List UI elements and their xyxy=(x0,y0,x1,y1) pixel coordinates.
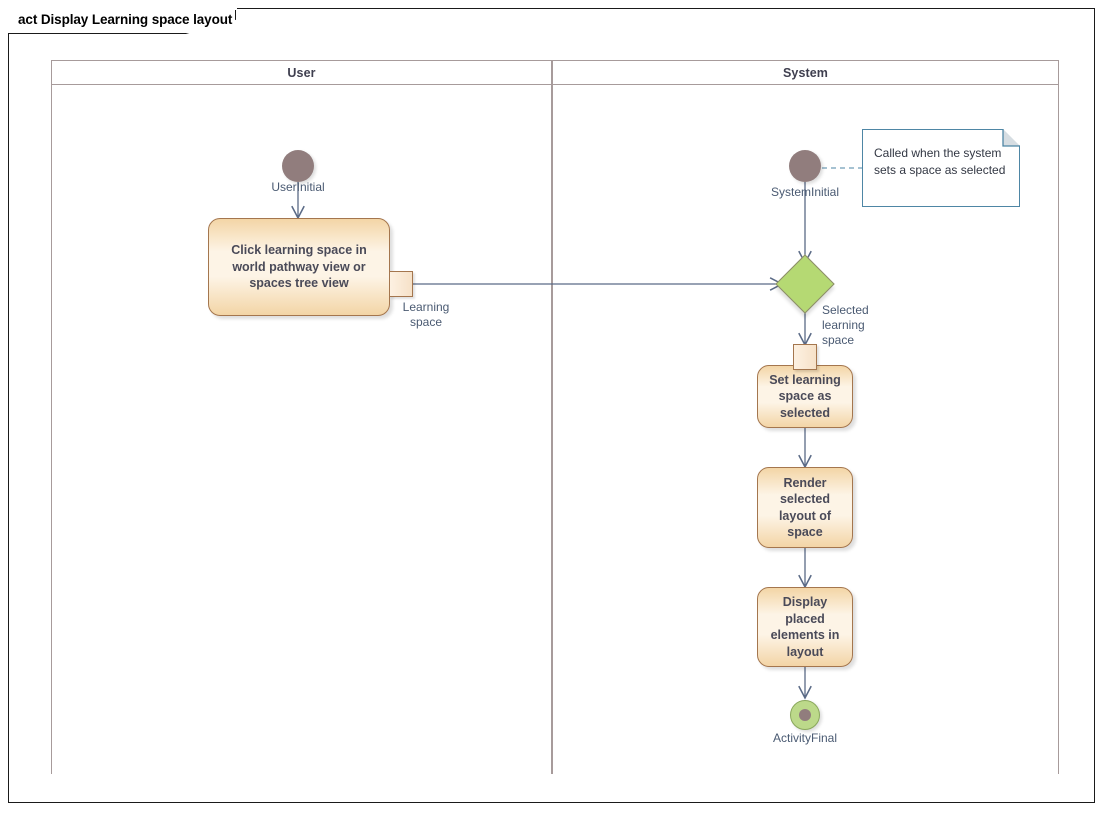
diagram-title-tab xyxy=(8,8,236,34)
comment-note-text: Called when the system sets a space as s… xyxy=(874,146,1006,177)
note-fold-line xyxy=(1002,129,1020,147)
action-set-learning-space-as-selected[interactable]: Set learning space as selected xyxy=(757,365,853,428)
lane-header-user: User xyxy=(51,60,552,85)
comment-note[interactable]: Called when the system sets a space as s… xyxy=(862,129,1020,207)
lane-body-system xyxy=(552,85,1059,774)
action-display-placed-elements-label: Display placed elements in layout xyxy=(770,595,840,659)
input-pin-selected-learning-space-label: Selected learning space xyxy=(822,303,869,347)
lane-header-system: System xyxy=(552,60,1059,85)
activity-final-label: ActivityFinal xyxy=(772,731,837,745)
user-initial-node[interactable] xyxy=(282,150,314,182)
lane-body-user xyxy=(51,85,552,774)
action-display-placed-elements[interactable]: Display placed elements in layout xyxy=(757,587,853,667)
note-fold-corner xyxy=(1003,129,1020,146)
input-pin-selected-learning-space[interactable] xyxy=(793,344,817,370)
output-pin-learning-space[interactable] xyxy=(389,271,413,297)
output-pin-learning-space-label: Learning space xyxy=(402,300,450,329)
action-click-learning-space[interactable]: Click learning space in world pathway vi… xyxy=(208,218,390,316)
lane-label-system: System xyxy=(782,65,829,80)
action-click-learning-space-label: Click learning space in world pathway vi… xyxy=(231,243,367,291)
activity-final-inner-dot xyxy=(799,709,811,721)
system-initial-node[interactable] xyxy=(789,150,821,182)
diagram-title-tab-cover xyxy=(8,6,237,10)
action-render-selected-layout[interactable]: Render selected layout of space xyxy=(757,467,853,548)
lane-label-user: User xyxy=(287,65,316,80)
action-render-selected-layout-label: Render selected layout of space xyxy=(778,475,832,540)
user-initial-label: UserInitial xyxy=(271,180,325,194)
system-initial-label: SystemInitial xyxy=(770,185,840,199)
activity-final-node[interactable] xyxy=(790,700,820,730)
action-set-learning-space-as-selected-label: Set learning space as selected xyxy=(769,372,841,420)
page-title: act Display Learning space layout xyxy=(18,12,233,27)
